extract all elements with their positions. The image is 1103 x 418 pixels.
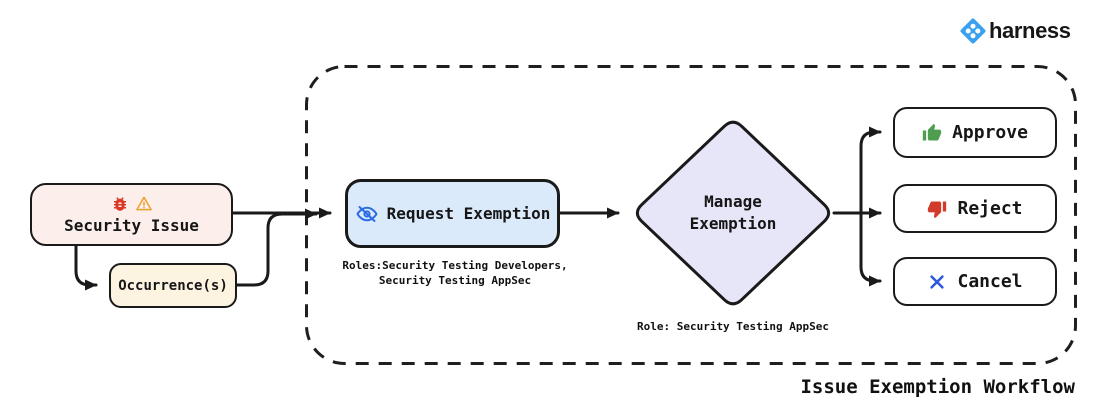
node-reject: Reject — [893, 184, 1057, 233]
request-exemption-label: Request Exemption — [386, 204, 551, 223]
manage-exemption-line2: Exemption — [689, 214, 777, 233]
node-manage-exemption: Manage Exemption — [628, 108, 838, 318]
manage-exemption-diamond-shape — [635, 120, 831, 306]
arrow-security-to-occurrence — [74, 244, 98, 291]
bug-icon — [113, 197, 126, 211]
cancel-label: Cancel — [957, 271, 1023, 292]
node-cancel: Cancel — [893, 257, 1057, 306]
manage-exemption-role-note: Role: Security Testing AppSec — [636, 320, 830, 333]
x-icon — [930, 274, 945, 289]
node-security-issue: Security Issue — [30, 183, 233, 246]
node-request-exemption: Request Exemption — [345, 179, 560, 248]
node-occurrences: Occurrence(s) — [109, 263, 237, 308]
arrow-manage-to-approve — [859, 126, 882, 215]
roles-line-1: Roles:Security Testing Developers, — [342, 259, 568, 272]
request-exemption-roles-note: Roles:Security Testing Developers, Securi… — [332, 258, 578, 289]
node-approve: Approve — [893, 107, 1057, 158]
harness-logo: harness — [959, 17, 1071, 45]
occurrences-label: Occurrence(s) — [118, 277, 228, 294]
approve-label: Approve — [952, 122, 1028, 143]
reject-label: Reject — [957, 198, 1023, 219]
roles-line-2: Security Testing AppSec — [378, 274, 532, 288]
thumbs-down-icon — [928, 201, 947, 218]
harness-wordmark: harness — [989, 18, 1071, 43]
thumbs-up-icon — [922, 123, 942, 140]
workflow-caption: Issue Exemption Workflow — [800, 376, 1075, 398]
warning-icon — [135, 196, 152, 211]
arrow-occurrence-to-request — [235, 208, 318, 287]
eye-off-icon — [356, 205, 378, 222]
manage-exemption-label: Manage Exemption — [628, 108, 838, 318]
manage-exemption-line1: Manage — [704, 192, 762, 212]
security-issue-label: Security Issue — [64, 215, 199, 235]
harness-logo-icon — [960, 18, 986, 44]
arrow-manage-to-cancel — [859, 211, 882, 287]
security-issue-icons — [111, 195, 153, 214]
